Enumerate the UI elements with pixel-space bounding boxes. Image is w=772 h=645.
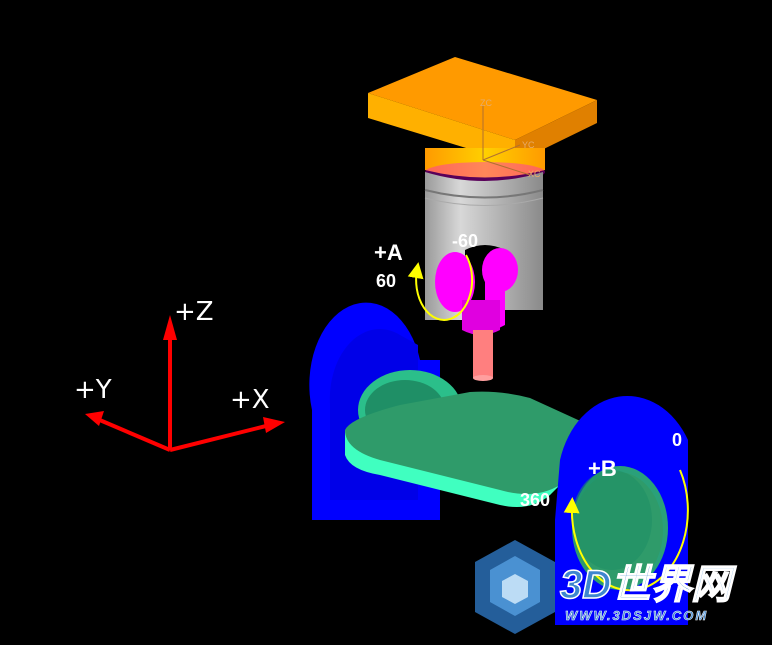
- b-axis-rotation-arrow: [563, 469, 689, 592]
- b-axis-rotation: +B 0 360: [520, 430, 689, 592]
- yc-label: YC: [522, 140, 535, 150]
- world-axes: +Z +Y +X: [74, 297, 285, 452]
- watermark-cube-icon: [475, 540, 555, 634]
- rotary-table: [345, 391, 608, 508]
- spindle-assembly: ZC YC XC: [368, 57, 597, 381]
- a-axis-label: +A: [374, 240, 403, 265]
- watermark-brand: 3D世界网: [560, 563, 737, 607]
- xc-label: XC: [528, 169, 541, 179]
- b-axis-value-zero: 0: [672, 430, 682, 450]
- cutting-tool: [473, 330, 493, 378]
- spindle-plate-left: [368, 93, 515, 163]
- table-top: [345, 391, 608, 494]
- tool-coordinate-triad: [482, 105, 531, 176]
- b-axis-value-max: 360: [520, 490, 550, 510]
- a-axis-head-left: [435, 252, 475, 312]
- a-axis-value-negative: -60: [452, 231, 478, 251]
- z-axis-label: +Z: [174, 297, 214, 327]
- b-axis-label: +B: [588, 456, 617, 481]
- zc-label: ZC: [480, 98, 492, 108]
- y-axis-arrowhead: [85, 411, 104, 426]
- x-axis-arrowhead: [263, 417, 285, 433]
- spindle-plate-right: [515, 100, 597, 163]
- y-axis-line: [94, 416, 171, 452]
- trunnion-right-support: [555, 395, 688, 625]
- x-axis-line: [169, 423, 271, 452]
- a-axis-rotation-arrow: [407, 254, 474, 321]
- y-axis-label: +Y: [74, 375, 112, 405]
- z-axis-arrowhead: [163, 315, 177, 340]
- watermark-url: WWW.3DSJW.COM: [565, 608, 708, 623]
- x-axis-label: +X: [230, 385, 270, 415]
- watermark: 3D世界网 WWW.3DSJW.COM: [475, 540, 738, 634]
- spindle-plate-top: [368, 57, 597, 140]
- a-axis-rotation: +A 60 -60: [374, 231, 478, 321]
- a-axis-value-positive: 60: [376, 271, 396, 291]
